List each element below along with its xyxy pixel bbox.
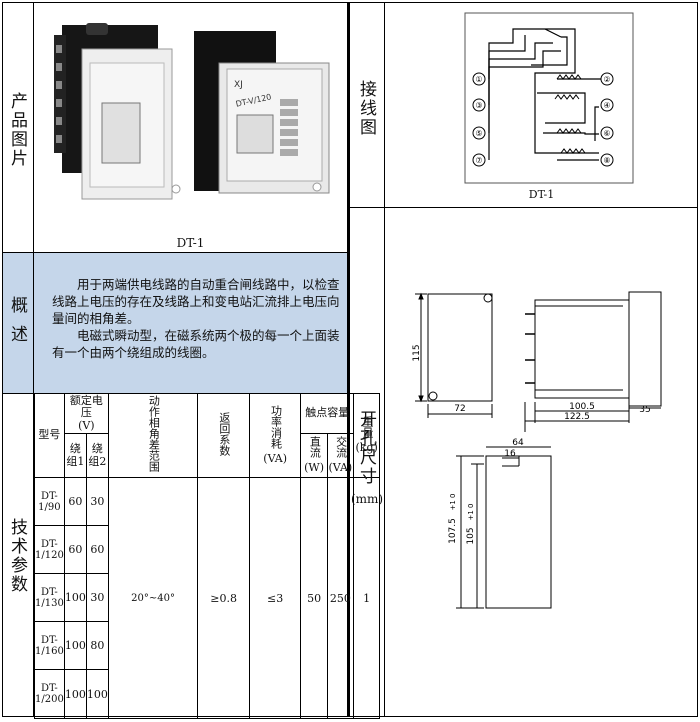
dim-cut-h1: 107.5	[448, 518, 458, 544]
header-ac: 交流 (VA)	[326, 433, 355, 478]
header-rated-voltage: 额定电压(V)	[63, 393, 109, 434]
header-power-unit: (VA)	[263, 452, 288, 465]
dim-cut-h1-tol: +1 0	[449, 494, 457, 511]
row-coil1: 100	[63, 669, 87, 719]
dim-cut-width: 64	[512, 438, 524, 448]
row-model: DT-1/90	[34, 477, 65, 526]
header-phase-range: 动作相角差范围	[107, 393, 199, 478]
terminal-label: ⑤	[475, 129, 482, 138]
row-coil2: 80	[85, 621, 109, 670]
header-phase-range-text: 动作相角差范围	[147, 395, 161, 473]
header-power-text: 功率消耗	[269, 405, 283, 450]
cell-ac: 250	[326, 477, 355, 719]
header-rated-voltage-unit: (V)	[78, 418, 95, 432]
header-weight: 重量 (kg)	[352, 393, 381, 478]
wiring-label: 接线图	[356, 80, 376, 137]
row-coil1: 100	[63, 621, 87, 670]
header-dc: 直流 (W)	[300, 433, 328, 478]
terminal-label: ④	[603, 101, 610, 110]
row-model: DT-1/200	[34, 669, 65, 719]
overview-para-1: 用于两端供电线路的自动重合闸线路中，以检查线路上电压的存在及线路上和变电站汇流排…	[52, 277, 340, 326]
header-weight-text: 重量	[360, 416, 374, 439]
cell-return-coef: ≥0.8	[197, 477, 250, 719]
terminal-label: ⑥	[603, 129, 610, 138]
header-ac-text: 交流	[334, 436, 348, 459]
divider	[2, 252, 348, 253]
tech-params-table: 型号 额定电压(V) 动作相角差范围 返回系数 功率消耗 (VA) 触点容量 重量…	[34, 393, 381, 719]
row-coil2: 30	[85, 477, 109, 526]
divider	[384, 2, 385, 717]
dim-depth3: 35	[639, 405, 650, 415]
divider	[350, 207, 698, 208]
tech-params-label: 技术参数	[7, 518, 27, 594]
dim-cut-h2-tol: +1 0	[467, 504, 475, 521]
header-return-coef: 返回系数	[197, 393, 250, 478]
terminal-label: ②	[603, 75, 610, 84]
header-power: 功率消耗 (VA)	[248, 393, 302, 478]
relay-brand: XJ	[234, 80, 243, 90]
overview-text: 用于两端供电线路的自动重合闸线路中，以检查线路上电压的存在及线路上和变电站汇流排…	[52, 276, 342, 361]
header-contact: 触点容量	[300, 393, 354, 434]
terminal-label: ①	[475, 75, 482, 84]
row-coil1: 100	[63, 573, 87, 622]
wiring-svg: ① ② ③ ④ ⑤ ⑥ ⑦ ⑧	[464, 12, 634, 184]
header-weight-unit: (kg)	[355, 441, 378, 454]
terminal-label: ⑧	[603, 156, 610, 165]
row-model: DT-1/160	[34, 621, 65, 670]
divider	[33, 2, 34, 717]
row-model: DT-1/120	[34, 525, 65, 574]
row-coil2: 30	[85, 573, 109, 622]
header-coil1: 绕组1	[63, 433, 87, 478]
photo-caption: DT-1	[176, 236, 205, 250]
header-ac-unit: (VA)	[328, 461, 353, 474]
header-coil2: 绕组2	[85, 433, 109, 478]
dim-cut-h2: 105	[466, 527, 476, 544]
overview-para-2: 电磁式瞬动型，在磁系统两个极的每一个上面装有一个由两个绕组成的线圈。	[52, 328, 340, 360]
cell-dc: 50	[300, 477, 328, 719]
cutout-unit: (mm)	[350, 492, 384, 506]
terminal-label: ⑦	[475, 156, 482, 165]
header-rated-voltage-title: 额定电压	[69, 393, 103, 420]
cell-phase-range: 20°~40°	[107, 477, 199, 719]
cell-weight: 1	[352, 477, 381, 719]
product-photo: XJ DT-V/120	[34, 3, 347, 252]
header-dc-text: 直流	[308, 436, 322, 459]
dim-height: 115	[412, 344, 422, 361]
divider	[347, 2, 350, 717]
relay-illustration: XJ DT-V/120	[54, 23, 330, 200]
product-photo-label: 产品图片	[7, 92, 27, 168]
overview-bg	[34, 253, 347, 393]
cell-power: ≤3	[248, 477, 302, 719]
cutout-label: 开孔尺寸	[356, 410, 376, 486]
dimension-svg: 115 72 100.5 122.5 35 64 16 107.5 +1 0 1…	[412, 291, 662, 609]
header-model: 型号	[34, 393, 65, 478]
overview-label-bg	[3, 253, 33, 393]
row-model: DT-1/130	[34, 573, 65, 622]
header-return-coef-text: 返回系数	[217, 411, 231, 456]
header-dc-unit: (W)	[304, 461, 325, 474]
row-coil2: 100	[85, 669, 109, 719]
overview-label: 概述	[7, 296, 27, 354]
row-coil1: 60	[63, 525, 87, 574]
dim-cut-notch: 16	[504, 449, 516, 459]
wiring-caption: DT-1	[528, 188, 555, 201]
dim-depth1: 100.5	[569, 402, 595, 412]
row-coil2: 60	[85, 525, 109, 574]
dimension-drawings: 115 72 100.5 122.5 35 64 16 107.5 +1 0 1…	[385, 208, 698, 718]
dim-width: 72	[454, 404, 465, 414]
wiring-diagram: ① ② ③ ④ ⑤ ⑥ ⑦ ⑧	[385, 3, 698, 207]
dim-depth2: 122.5	[564, 412, 590, 422]
row-coil1: 60	[63, 477, 87, 526]
terminal-label: ③	[475, 101, 482, 110]
